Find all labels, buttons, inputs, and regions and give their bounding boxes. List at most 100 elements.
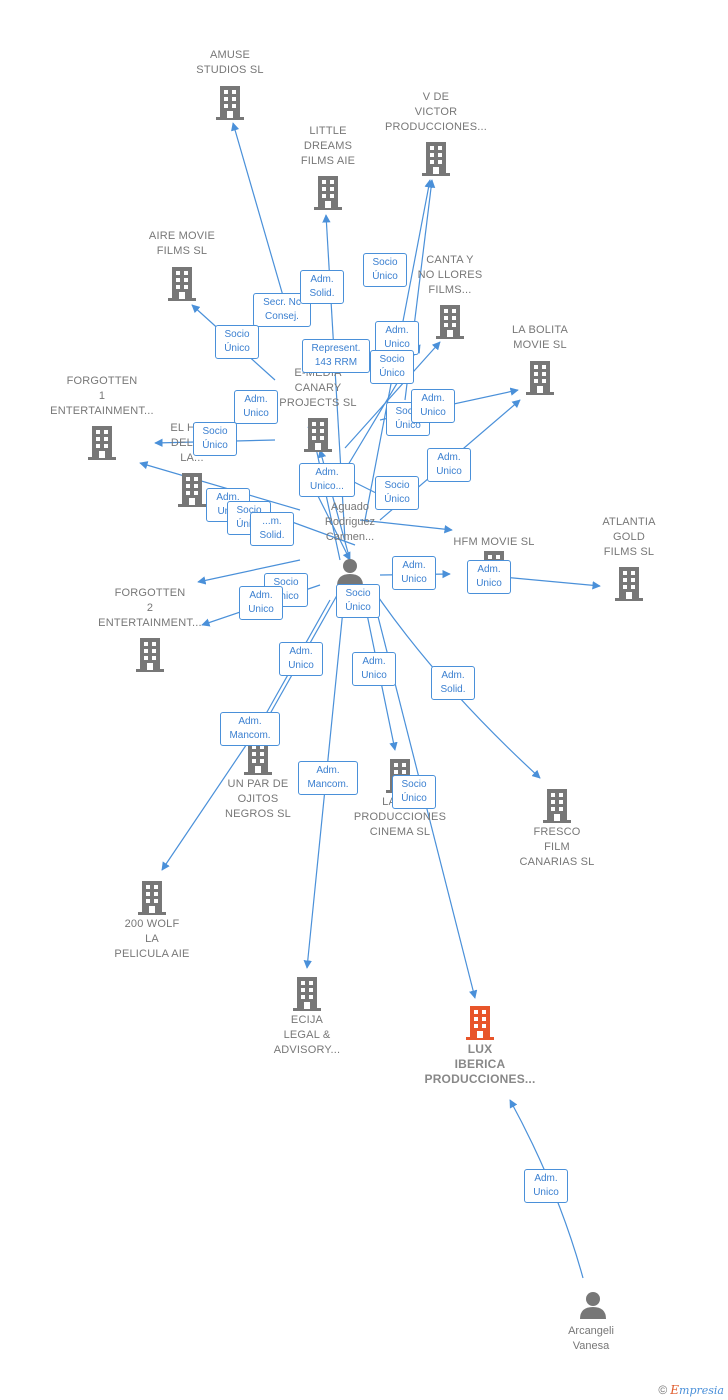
elhombre-company-label[interactable]: EL HO...DEL S...LA... (122, 421, 262, 466)
company-label-line: PELICULA AIE (114, 948, 190, 960)
company-label-line: CANTA Y (426, 254, 474, 266)
person-label-line: Rodriguez (324, 516, 376, 528)
relation-badge-line: Socio (345, 588, 371, 599)
relation-badge[interactable]: Adm.Unico (467, 560, 511, 594)
ecija-building-icon[interactable] (293, 977, 321, 1011)
relation-badge-line: Mancom. (229, 730, 271, 741)
company-label-line: HFM MOVIE SL (453, 536, 535, 548)
company-label-line: PRODUCCIONES... (424, 1072, 536, 1086)
company-label-line: V DE (422, 91, 450, 103)
person-label-line: Vanesa (572, 1340, 610, 1352)
wolf-building-icon[interactable] (138, 881, 166, 915)
relation-badge[interactable]: ...m.Solid. (250, 512, 294, 546)
relation-badge-line: Único (401, 793, 427, 804)
aguado-person-icon[interactable] (337, 559, 363, 586)
relation-edge (139, 461, 301, 511)
copyright-symbol: © (658, 1383, 668, 1397)
relation-badge-line: Socio (379, 354, 405, 365)
lux-building-icon[interactable] (466, 1006, 494, 1040)
vdevictor-building-icon[interactable] (422, 142, 450, 176)
relation-badge[interactable]: Adm.Unico (234, 390, 278, 424)
relation-badge[interactable]: Adm.Unico (352, 652, 396, 686)
relation-badge[interactable]: Adm.Unico (411, 389, 455, 423)
relation-badge[interactable]: Adm.Unico (392, 556, 436, 590)
company-label-line: AMUSE (209, 49, 251, 61)
relation-badge[interactable]: Adm.Unico (524, 1169, 568, 1203)
company-label-line: LA BOLITA (511, 324, 568, 336)
relation-badge-line: Unico (476, 578, 502, 589)
company-label-line: MOVIE SL (513, 339, 567, 351)
relation-badge[interactable]: Adm. Mancom. (220, 712, 280, 746)
company-label-line: VICTOR (414, 106, 458, 118)
relation-badge-line: Adm. (238, 716, 262, 727)
relation-badge[interactable]: Adm.Mancom. (298, 761, 358, 795)
empresia-watermark: ©Empresia (658, 1383, 724, 1397)
relation-badge[interactable]: Adm.Unico... (299, 463, 355, 497)
company-label-line: FILMS AIE (300, 155, 356, 167)
fresco-building-icon[interactable] (543, 789, 571, 823)
emedia-building-icon[interactable] (304, 418, 332, 452)
relation-badge-line: Único (273, 591, 299, 602)
company-label-line: ATLANTIA (602, 516, 656, 528)
unpar-building-icon[interactable] (244, 741, 272, 775)
relation-badge-line: Socio (395, 406, 421, 417)
littledreams-building-icon[interactable] (314, 176, 342, 210)
atlantia-building-icon[interactable] (615, 567, 643, 601)
company-label-line: LEGAL & (283, 1029, 331, 1041)
relation-badge[interactable]: Adm.Unico (239, 586, 283, 620)
relation-badge-line: Único (379, 368, 405, 379)
company-label-line: PROJECTS SL (279, 397, 357, 409)
relation-badge-line: Consej. (265, 311, 299, 322)
forgotten2-building-icon[interactable] (136, 638, 164, 672)
company-label-line: LA... (180, 452, 204, 464)
relation-badge[interactable]: Adm.Solid. (300, 270, 344, 304)
relation-badge-line: Socio (384, 480, 410, 491)
arcangeli-person-icon[interactable] (580, 1292, 606, 1319)
relation-edge (322, 214, 346, 541)
labolita-company-label[interactable]: LA BOLITA MOVIE SL (470, 323, 610, 353)
amuse-building-icon[interactable] (216, 86, 244, 120)
relation-badge[interactable]: Adm.Solid. (431, 666, 475, 700)
relation-badge[interactable]: Represent.143 RRM (302, 339, 370, 373)
relation-badge-line: Único (345, 602, 371, 613)
relation-badge-line: Socio (401, 779, 427, 790)
brand-rest: mpresia (679, 1384, 724, 1397)
company-label-line: LUX (467, 1042, 493, 1056)
forgotten1-building-icon[interactable] (88, 426, 116, 460)
relation-badge[interactable]: Adm.Unico (279, 642, 323, 676)
relation-badge-line: Adm. (244, 394, 268, 405)
hfm-company-label[interactable]: HFM MOVIE SL (424, 535, 564, 550)
relation-edge (317, 449, 351, 561)
airemovie-building-icon[interactable] (168, 267, 196, 301)
relation-badge[interactable]: Adm.Unico (427, 448, 471, 482)
cantay-building-icon[interactable] (436, 305, 464, 339)
relation-badge-line: Socio (224, 329, 250, 340)
relation-badge-line: Adm. (362, 656, 386, 667)
elhombre-building-icon[interactable] (178, 473, 206, 507)
labolita-building-icon[interactable] (526, 361, 554, 395)
relation-badge-line: Único (384, 494, 410, 505)
